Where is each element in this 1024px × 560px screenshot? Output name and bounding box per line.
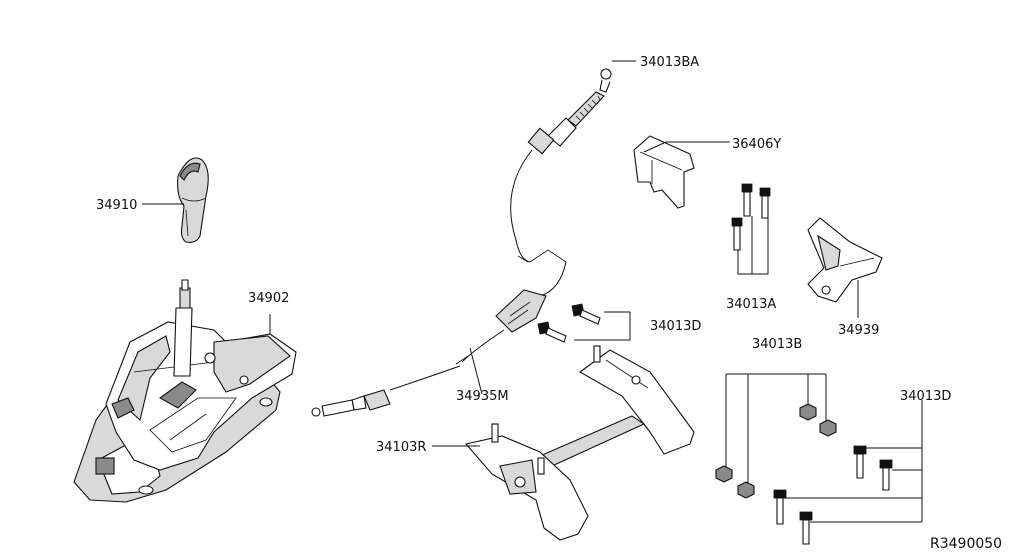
bolts-34013D-lower: [773, 400, 923, 545]
bolts-34013D-upper: [537, 303, 631, 343]
label-34902: 34902: [248, 291, 289, 306]
bolts-34013A: [731, 183, 771, 275]
label-34013B: 34013B: [752, 337, 802, 352]
label-34939: 34939: [838, 323, 879, 338]
label-34910: 34910: [96, 198, 137, 213]
leader-lines: [142, 60, 859, 447]
shifter-assembly-34902: [73, 279, 297, 503]
label-34013D-upper: 34013D: [650, 319, 701, 334]
fasteners-34013B: [715, 373, 837, 499]
label-34935M: 34935M: [456, 389, 509, 404]
label-34103R: 34103R: [376, 440, 426, 455]
shift-knob-34910: [177, 157, 209, 243]
control-cable-34935M: [311, 68, 612, 417]
label-34013A: 34013A: [726, 297, 776, 312]
mounting-bracket-34103R: [464, 345, 695, 541]
part-labels: 34013BA 36406Y 34910 34902 34013A 34939 …: [96, 55, 1002, 552]
label-34013D-lower: 34013D: [900, 389, 951, 404]
bracket-34939: [807, 217, 883, 303]
label-36406Y: 36406Y: [732, 137, 781, 152]
reference-code: R3490050: [930, 536, 1002, 552]
bracket-36406Y: [633, 135, 695, 209]
label-34013BA: 34013BA: [640, 55, 699, 70]
